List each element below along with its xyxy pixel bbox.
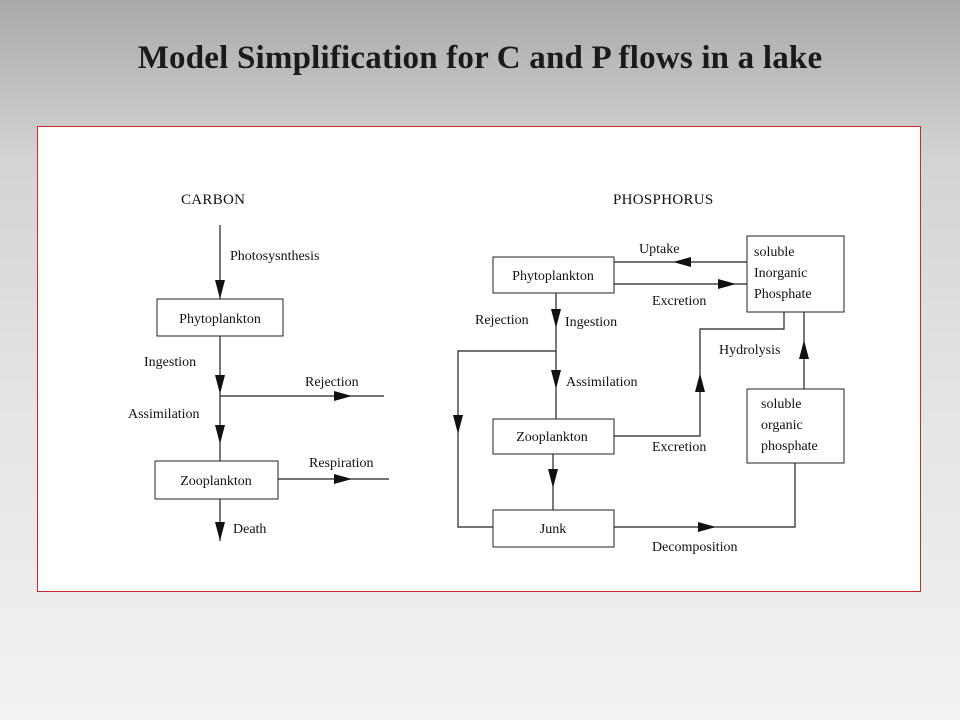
carbon-zooplankton-box bbox=[154, 460, 279, 500]
rejection-loop-arrowhead bbox=[453, 415, 463, 434]
decomposition-line bbox=[614, 463, 796, 528]
sop-line-3: phosphate bbox=[761, 439, 818, 454]
uptake-label: Uptake bbox=[639, 242, 679, 257]
zoo-excretion-line bbox=[614, 312, 785, 437]
page-title: Model Simplification for C and P flows i… bbox=[137, 40, 823, 76]
junk-label: Junk bbox=[540, 522, 566, 537]
zoo-excretion-arrowhead bbox=[695, 373, 705, 392]
p-phytoplankton-box bbox=[492, 256, 615, 294]
p-assimilation-arrowhead bbox=[551, 370, 561, 389]
decomposition-arrowhead bbox=[698, 522, 716, 532]
p-rejection-label: Rejection bbox=[475, 313, 529, 328]
hydrolysis-arrowhead bbox=[799, 340, 809, 359]
sip-line-1: soluble bbox=[754, 245, 794, 260]
p-zooplankton-label: Zooplankton bbox=[516, 430, 588, 445]
p-phytoplankton-label: Phytoplankton bbox=[512, 269, 594, 284]
diagram-panel: CARBON Photosysnthesis Phytoplankton Ing… bbox=[37, 126, 921, 592]
phyto-excretion-arrowhead bbox=[718, 279, 736, 289]
uptake-arrowhead bbox=[673, 257, 691, 267]
assimilation-arrowhead bbox=[215, 425, 225, 444]
soluble-organic-phosphate-box bbox=[746, 388, 845, 464]
carbon-assimilation-label: Assimilation bbox=[128, 407, 200, 422]
p-ingestion-arrowhead bbox=[551, 309, 561, 328]
phosphorus-diagram: PHOSPHORUS Phytoplankton soluble Inorgan… bbox=[453, 192, 845, 555]
sip-line-2: Inorganic bbox=[754, 266, 807, 281]
phosphorus-heading: PHOSPHORUS bbox=[613, 192, 714, 208]
carbon-ingestion-label: Ingestion bbox=[144, 355, 196, 370]
p-assimilation-label: Assimilation bbox=[566, 375, 638, 390]
carbon-death-label: Death bbox=[233, 522, 266, 537]
soluble-inorganic-phosphate-box bbox=[746, 235, 845, 313]
death-arrowhead bbox=[215, 522, 225, 541]
flow-diagram: CARBON Photosysnthesis Phytoplankton Ing… bbox=[128, 192, 845, 555]
rejection-arrowhead bbox=[334, 391, 352, 401]
p-ingestion-label: Ingestion bbox=[565, 315, 617, 330]
carbon-zooplankton-label: Zooplankton bbox=[180, 474, 252, 489]
sop-line-2: organic bbox=[761, 418, 803, 433]
carbon-diagram: CARBON Photosysnthesis Phytoplankton Ing… bbox=[128, 192, 389, 541]
ingestion-arrowhead bbox=[215, 375, 225, 394]
carbon-respiration-label: Respiration bbox=[309, 456, 374, 471]
phyto-excretion-label: Excretion bbox=[652, 294, 706, 309]
rejection-loop-line bbox=[457, 350, 556, 528]
zoo-excretion-label: Excretion bbox=[652, 440, 706, 455]
carbon-photosynthesis-label: Photosysnthesis bbox=[230, 249, 319, 264]
carbon-rejection-label: Rejection bbox=[305, 375, 359, 390]
photosynthesis-arrowhead bbox=[215, 280, 225, 299]
decomposition-label: Decomposition bbox=[652, 540, 738, 555]
junk-box bbox=[492, 509, 615, 548]
carbon-heading: CARBON bbox=[181, 192, 245, 208]
carbon-phytoplankton-label: Phytoplankton bbox=[179, 312, 261, 327]
sop-line-1: soluble bbox=[761, 397, 801, 412]
respiration-arrowhead bbox=[334, 474, 352, 484]
hydrolysis-label: Hydrolysis bbox=[719, 343, 780, 358]
sip-line-3: Phosphate bbox=[754, 287, 812, 302]
p-zooplankton-box bbox=[492, 418, 615, 455]
zoo-to-junk-arrowhead bbox=[548, 469, 558, 488]
